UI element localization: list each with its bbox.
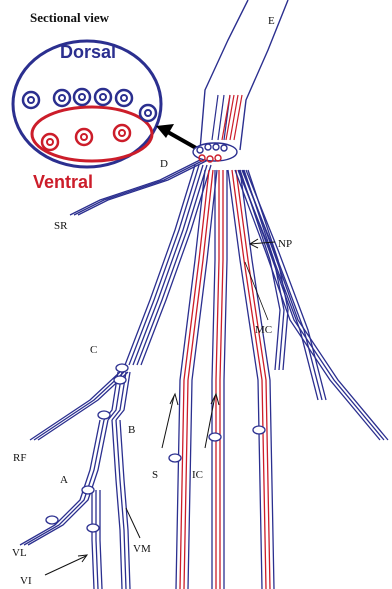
trunk-cross-section bbox=[193, 143, 237, 162]
label-C: C bbox=[90, 344, 97, 356]
section-arrow bbox=[156, 124, 196, 148]
label-D: D bbox=[160, 158, 168, 170]
node-C bbox=[116, 364, 128, 372]
label-RF: RF bbox=[13, 452, 26, 464]
label-VL: VL bbox=[12, 547, 27, 559]
dorsal-fascicle bbox=[116, 90, 132, 106]
ventral-label: Ventral bbox=[33, 172, 93, 192]
node-B bbox=[98, 411, 110, 419]
vi-branch bbox=[92, 490, 102, 589]
node-MC bbox=[253, 426, 265, 434]
label-SR: SR bbox=[54, 220, 68, 232]
branch-nodes bbox=[46, 364, 265, 532]
node-C2 bbox=[114, 376, 126, 384]
dorsal-fascicle bbox=[95, 89, 111, 105]
node-VL bbox=[46, 516, 58, 524]
node-VI bbox=[87, 524, 99, 532]
node-A bbox=[82, 486, 94, 494]
ic-branch bbox=[212, 170, 227, 589]
sectional-view-title: Sectional view bbox=[30, 10, 110, 25]
dorsal-fascicle bbox=[54, 90, 70, 106]
label-A: A bbox=[60, 474, 68, 486]
dorsal-fascicle bbox=[140, 105, 156, 121]
label-B: B bbox=[128, 424, 135, 436]
vi-arrow bbox=[45, 555, 87, 575]
dorsal-fascicle bbox=[23, 92, 39, 108]
node-IC bbox=[209, 433, 221, 441]
node-S bbox=[169, 454, 181, 462]
nerve-fibers bbox=[20, 0, 388, 589]
label-MC: MC bbox=[255, 324, 272, 336]
ventral-fascicle bbox=[42, 134, 58, 150]
trunk-outer-right bbox=[240, 0, 288, 150]
dorsal-label: Dorsal bbox=[60, 42, 116, 62]
label-E: E bbox=[268, 15, 275, 27]
dorsal-fascicle bbox=[74, 89, 90, 105]
label-NP: NP bbox=[278, 238, 292, 250]
vm-branch bbox=[112, 420, 130, 589]
label-S: S bbox=[152, 469, 158, 481]
label-VI: VI bbox=[20, 575, 32, 587]
label-VM: VM bbox=[133, 543, 151, 555]
label-IC: IC bbox=[192, 469, 203, 481]
ventral-fascicles bbox=[42, 125, 130, 150]
ventral-fascicle bbox=[76, 129, 92, 145]
sectional-view-inset: Dorsal Ventral bbox=[13, 41, 161, 192]
s-arrow bbox=[162, 394, 178, 448]
ventral-fascicle bbox=[114, 125, 130, 141]
